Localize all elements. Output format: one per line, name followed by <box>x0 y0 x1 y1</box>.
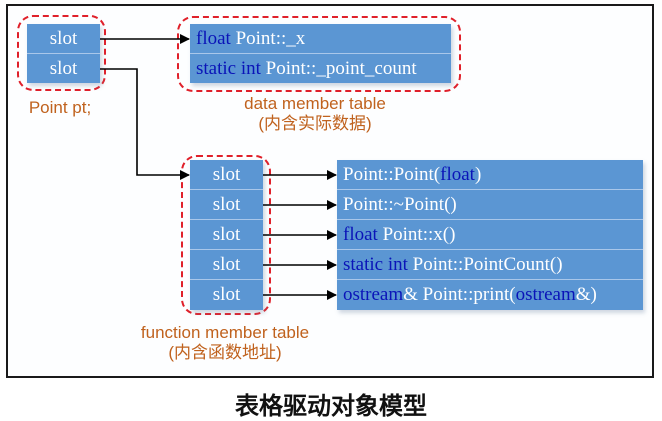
function-table: Point::Point(float)Point::~Point()float … <box>337 160 643 310</box>
function-text: Point::~Point() <box>343 193 457 215</box>
object-slot-1: slot <box>27 54 100 83</box>
data-member-name: Point::_x <box>235 27 306 49</box>
data-member-name: Point::_point_count <box>265 57 417 79</box>
function-row-4: ostream& Point::print(ostream&) <box>337 280 643 310</box>
function-member-table-label: function member table (内含函数地址) <box>110 323 340 363</box>
function-slot-4: slot <box>190 280 263 310</box>
function-slot-2: slot <box>190 220 263 250</box>
object-slot-table: slot slot <box>27 24 100 83</box>
function-member-table: slot slot slot slot slot <box>190 160 263 310</box>
function-row-1: Point::~Point() <box>337 190 643 220</box>
diagram-caption: 表格驱动对象模型 <box>235 392 427 420</box>
function-member-table-subtitle: (内含函数地址) <box>168 343 282 362</box>
data-member-table-title: data member table <box>244 94 386 113</box>
object-label: Point pt; <box>28 98 92 117</box>
function-text: Point::Point( <box>343 163 441 185</box>
data-member-type: static int <box>196 57 261 79</box>
data-member-table: float Point::_x static int Point::_point… <box>190 24 451 83</box>
function-keyword: ostream <box>343 284 404 305</box>
function-slot-3: slot <box>190 250 263 280</box>
function-row-3: static int Point::PointCount() <box>337 250 643 280</box>
function-row-0: Point::Point(float) <box>337 160 643 190</box>
function-text: Point::PointCount() <box>407 253 563 275</box>
function-keyword: float <box>343 223 378 245</box>
data-member-table-label: data member table (内含实际数据) <box>195 94 435 134</box>
data-member-table-outline <box>177 16 461 92</box>
object-slot-0: slot <box>27 24 100 54</box>
function-text: ) <box>474 163 482 185</box>
function-keyword: static int <box>343 253 408 275</box>
function-slot-1: slot <box>190 190 263 220</box>
function-text: &) <box>575 284 597 305</box>
function-text: & Point::print( <box>403 284 516 305</box>
data-member-table-subtitle: (内含实际数据) <box>258 114 372 133</box>
function-keyword: ostream <box>515 284 576 305</box>
function-keyword: float <box>440 163 475 185</box>
arrow-object-to-function-table <box>100 68 190 180</box>
data-member-type: float <box>196 27 231 49</box>
data-member-row-0: float Point::_x <box>190 24 451 54</box>
object-outline <box>17 15 106 91</box>
function-member-table-title: function member table <box>140 323 310 342</box>
data-member-row-1: static int Point::_point_count <box>190 54 451 83</box>
function-row-2: float Point::x() <box>337 220 643 250</box>
function-slot-0: slot <box>190 160 263 190</box>
function-text: Point::x() <box>377 223 456 245</box>
